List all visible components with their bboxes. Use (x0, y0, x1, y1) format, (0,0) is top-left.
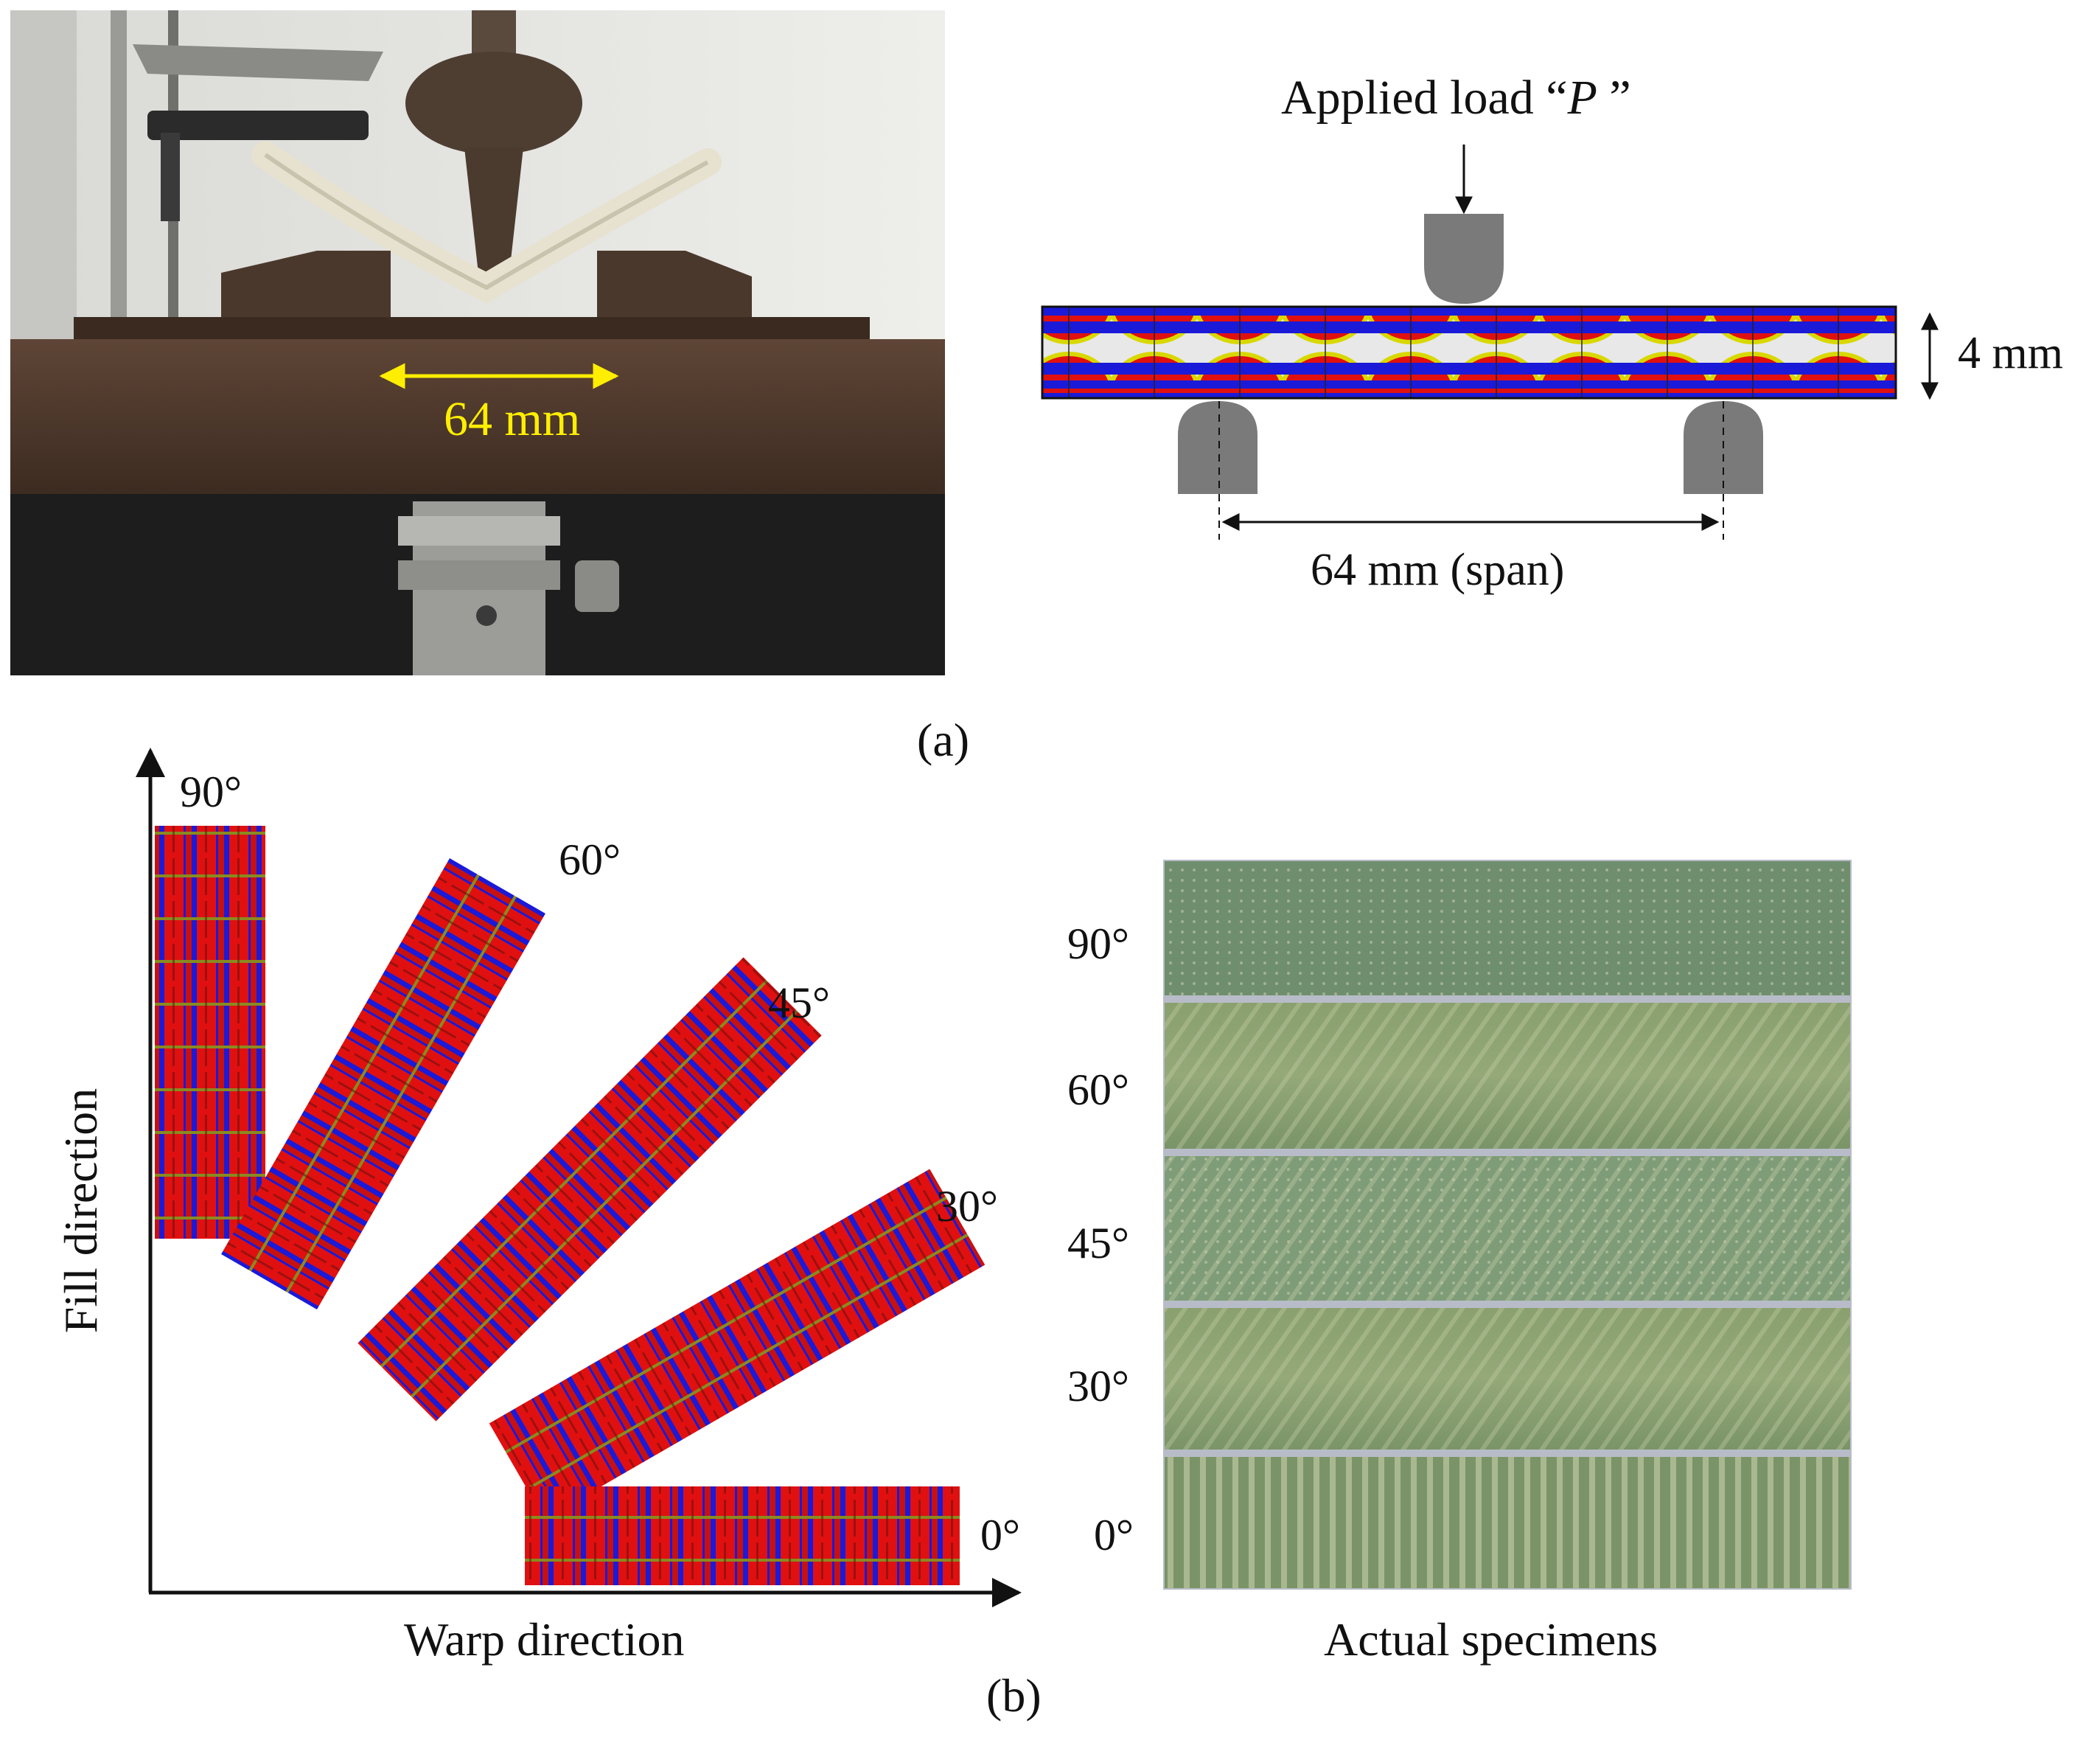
photo-span-label: 64 mm (444, 392, 581, 446)
orientation-label-90: 90° (180, 768, 242, 816)
orientation-diagram (136, 748, 1022, 1607)
panel-a-caption: (a) (917, 714, 970, 766)
span-label: 64 mm (span) (1311, 545, 1565, 595)
specimen-label-90: 90° (1067, 919, 1129, 968)
specimen-label-45: 45° (1067, 1219, 1129, 1267)
three-point-bending-schematic (1041, 145, 1939, 540)
test-setup-photo (10, 10, 945, 675)
woven-beam (1041, 305, 1897, 400)
fill-direction-label: Fill direction (55, 1088, 107, 1334)
actual-specimens-caption: Actual specimens (1324, 1613, 1658, 1666)
warp-direction-label: Warp direction (404, 1613, 685, 1666)
strip-30 (489, 1169, 986, 1520)
specimen-label-60: 60° (1067, 1065, 1129, 1114)
orientation-label-60: 60° (559, 835, 621, 884)
orientation-label-30: 30° (936, 1182, 998, 1231)
loading-nose (1424, 214, 1504, 304)
applied-load-text: Applied load “ (1281, 71, 1568, 125)
strip-0 (525, 1486, 960, 1585)
applied-load-close-quote: ” (1597, 71, 1631, 125)
left-support (1178, 401, 1257, 494)
specimen-label-0: 0° (1094, 1511, 1134, 1559)
orientation-label-45: 45° (768, 978, 830, 1027)
strip-90 (155, 826, 265, 1239)
specimen-label-30: 30° (1067, 1362, 1129, 1410)
thickness-label: 4 mm (1958, 328, 2063, 378)
strip-60 (221, 858, 545, 1309)
panel-b-caption: (b) (986, 1669, 1042, 1722)
actual-specimens-photo (1163, 860, 1852, 1590)
strip-45 (357, 957, 822, 1422)
orientation-label-0: 0° (980, 1511, 1020, 1559)
applied-load-label: Applied load “P ” (1281, 74, 1631, 122)
load-symbol: P (1567, 71, 1597, 125)
